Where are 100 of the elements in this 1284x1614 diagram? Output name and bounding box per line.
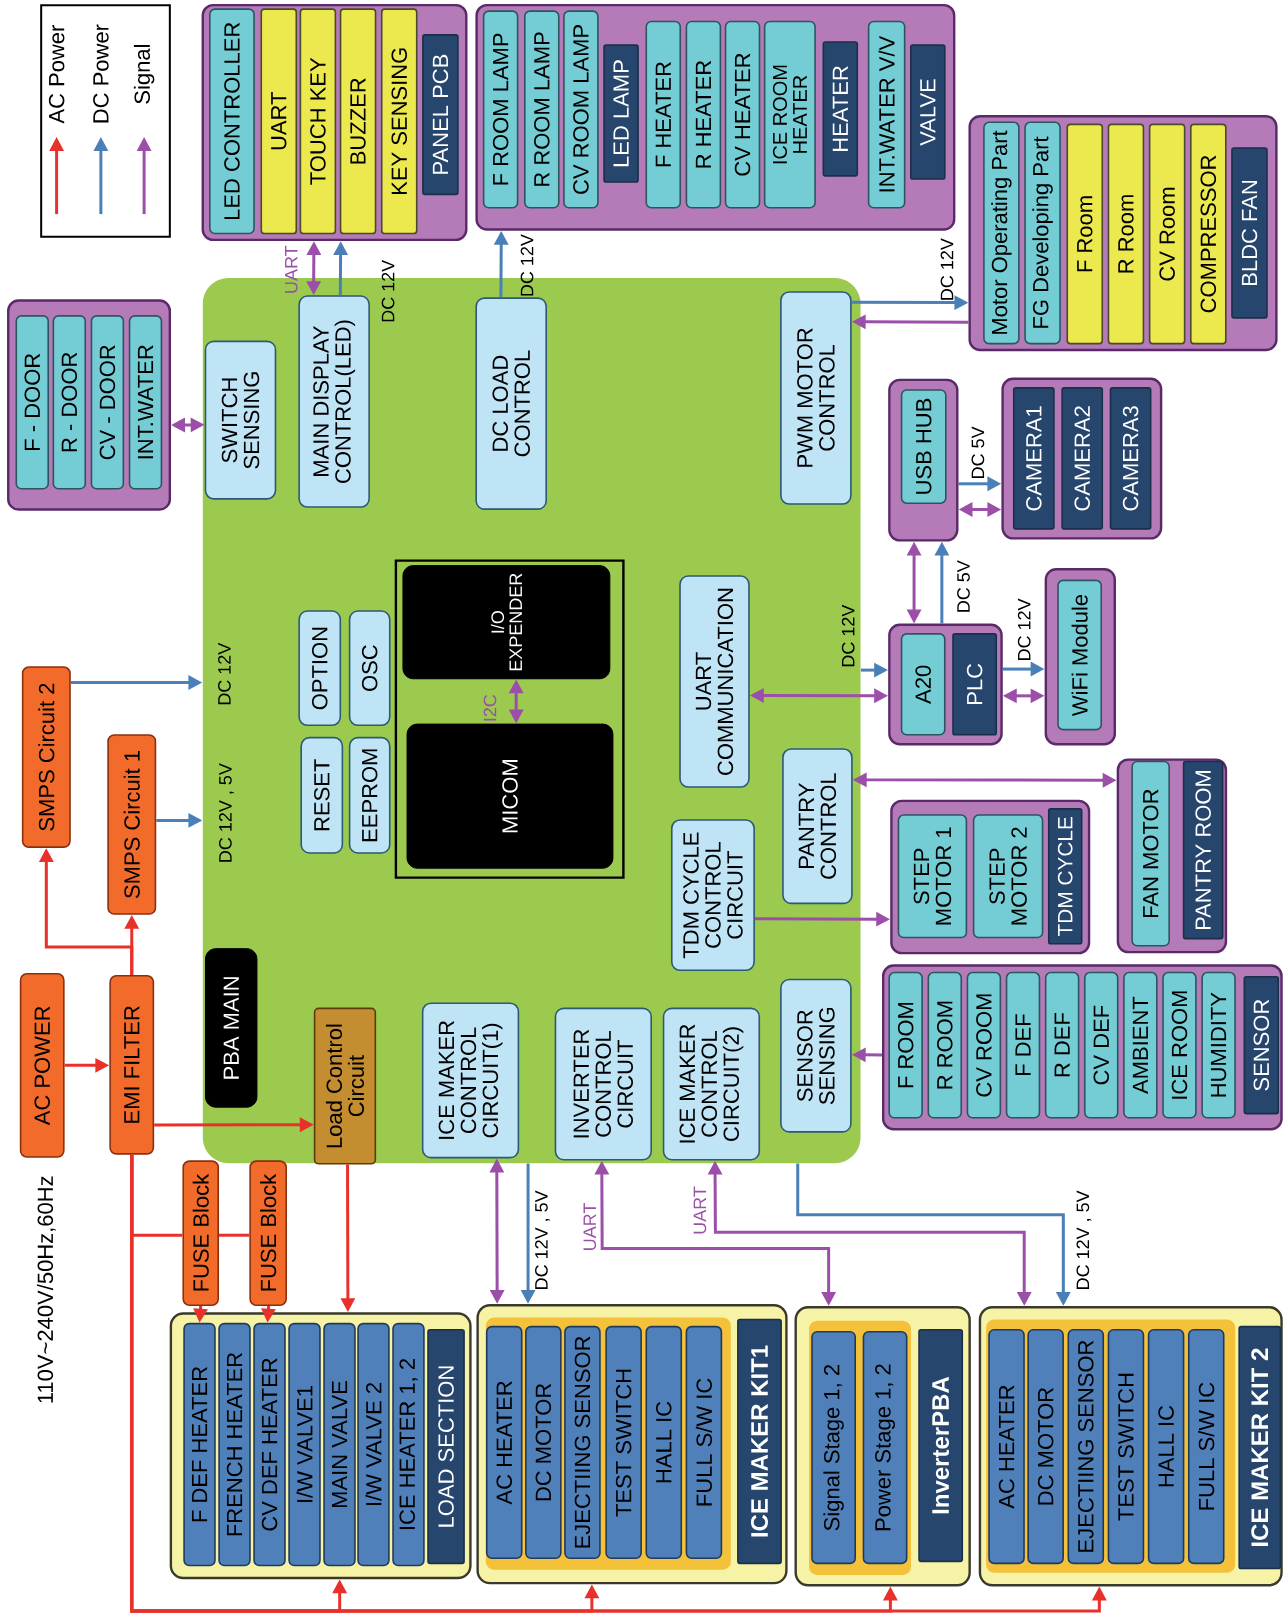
title-box: CAMERA3 [1109, 387, 1152, 530]
component-box: FG Developing Part [1024, 121, 1062, 345]
component-box: Power Stage 1, 2 [862, 1331, 908, 1565]
component-box: FULL S/W IC [685, 1325, 723, 1560]
component-box: STEP MOTOR 2 [973, 814, 1044, 939]
component-box: EJECTIING SENSOR [1067, 1328, 1105, 1565]
component-box: MAIN VALVE [323, 1322, 356, 1567]
edge-label: I2C [483, 694, 497, 721]
circuit-block: SWITCH SENSING [204, 340, 277, 500]
component-box: R ROOM LAMP [524, 10, 560, 209]
component-box: UART [260, 8, 298, 235]
power-block: FUSE Block [182, 1160, 220, 1306]
component-box: LED CONTROLLER [209, 8, 256, 235]
edge-label: UART [285, 245, 298, 293]
component-box: CV Room [1149, 123, 1186, 345]
title-box: PLC [952, 633, 998, 736]
edge-label: DC 12V [1018, 598, 1031, 660]
component-box: I/W VALVE1 [288, 1322, 321, 1567]
edge-label: DC 12V [218, 642, 231, 705]
component-box: KEY SENSING [381, 8, 418, 235]
component-box: R ROOM [927, 971, 963, 1119]
edge-label: DC 5V [957, 560, 971, 612]
component-box: BUZZER [339, 8, 377, 235]
circuit-block: PANTRY CONTROL [782, 748, 853, 905]
connector-line [219, 1233, 250, 1237]
circuit-block: RESET [300, 736, 344, 854]
component-box: CV ROOM LAMP [563, 10, 599, 209]
component-box: R - DOOR [52, 315, 87, 490]
circuit-block: PWM MOTOR CONTROL [780, 291, 852, 505]
circuit-block: OSC [349, 610, 391, 727]
component-box: F DEF [1005, 971, 1041, 1119]
edge-label: DC 5V [971, 426, 985, 478]
legend-label: AC Power [49, 25, 65, 124]
legend-label: Signal [134, 45, 155, 104]
component-box: F DEF HEATER [183, 1322, 216, 1567]
legend-label: DC Power [93, 24, 109, 123]
title-box: CAMERA1 [1013, 387, 1055, 530]
circuit-block: ICE MAKER CONTROL CIRCUIT(2) [662, 1007, 761, 1161]
circuit-block: ICE MAKER CONTROL CIRCUIT(1) [422, 1002, 520, 1159]
component-box: FAN MOTOR [1131, 760, 1171, 947]
title-box: HEATER [822, 41, 859, 177]
circuit-block: TDM CYCLE CONTROL CIRCUIT [671, 819, 756, 972]
component-box: DC MOTOR [525, 1325, 562, 1560]
circuit-block: INVERTER CONTROL CIRCUIT [554, 1007, 653, 1161]
title-box: CAMERA2 [1061, 387, 1104, 530]
title-box: TDM CYCLE [1048, 808, 1083, 945]
component-box: STEP MOTOR 1 [897, 814, 968, 939]
edge-label: DC 12V , 5V [1076, 1190, 1092, 1289]
circuit-block: UART COMMUNICATION [679, 575, 750, 788]
title-box: LED LAMP [603, 44, 640, 183]
component-box: TOUCH KEY [299, 8, 337, 235]
component-box: USB HUB [900, 389, 947, 504]
title-box: VALVE [910, 44, 946, 180]
component-box: F Room [1066, 123, 1104, 345]
component-box: COMPRESSOR [1190, 123, 1227, 345]
component-box: AMBIENT [1123, 971, 1158, 1119]
component-box: ICE ROOM HEATER [764, 20, 817, 209]
title-box: LOAD SECTION [427, 1328, 466, 1565]
title-box: SENSOR [1243, 975, 1280, 1115]
chip-frame [394, 559, 625, 879]
circuit-block: DC LOAD CONTROL [475, 297, 548, 510]
edge-label: DC 12V [842, 604, 855, 667]
circuit-block: MAIN DISPLAY CONTROL(LED) [298, 295, 371, 508]
circuit-block: SENSOR SENSING [780, 978, 852, 1133]
chip-box: I/O EXPENDER [402, 565, 611, 680]
component-box: R HEATER [685, 20, 722, 209]
component-box: HALL IC [645, 1325, 683, 1560]
edge-label: DC 12V , 5V [535, 1190, 551, 1289]
component-box: WiFi Module [1057, 579, 1103, 731]
power-block: EMI FILTER [109, 975, 155, 1155]
edge-label: DC 12V [940, 238, 954, 300]
component-box: I/W VALVE 2 [357, 1322, 390, 1567]
chip-box: MICOM [406, 723, 614, 869]
component-box: ICE HEATER 1, 2 [392, 1322, 425, 1567]
component-box: F - DOOR [15, 315, 50, 490]
component-box: TEST SWITCH [605, 1325, 643, 1560]
component-box: AC HEATER [988, 1328, 1026, 1565]
component-box: INT.WATER V/V [868, 20, 906, 209]
component-box: HALL IC [1148, 1328, 1185, 1565]
edge-label: DC 12V , 5V [219, 763, 235, 862]
component-box: F ROOM LAMP [483, 10, 519, 209]
circuit-block: OPTION [298, 610, 342, 727]
component-box: INT.WATER [128, 315, 163, 490]
component-box: HUMIDITY [1201, 971, 1237, 1119]
component-box: FRENCH HEATER [218, 1322, 251, 1567]
component-box: CV - DOOR [90, 315, 125, 490]
component-box: CV ROOM [966, 971, 1002, 1119]
title-box: ICE MAKER KIT 2 [1238, 1325, 1282, 1570]
component-box: R DEF [1045, 971, 1080, 1119]
component-box: EJECTIING SENSOR [564, 1325, 601, 1560]
power-block: SMPS Circuit 2 [22, 666, 71, 848]
edge-label: DC 12V [520, 234, 534, 296]
title-box: ICE MAKER KIT1 [737, 1318, 783, 1565]
board-label: PBA MAIN [205, 948, 258, 1108]
circuit-block: EEPROM [349, 736, 391, 854]
component-box: TEST SWITCH [1107, 1328, 1145, 1565]
power-block: AC POWER [20, 972, 65, 1158]
component-box: ICE ROOM [1162, 971, 1197, 1119]
title-box: PANTRY ROOM [1183, 760, 1224, 940]
title-box: PANEL PCB [422, 34, 459, 196]
